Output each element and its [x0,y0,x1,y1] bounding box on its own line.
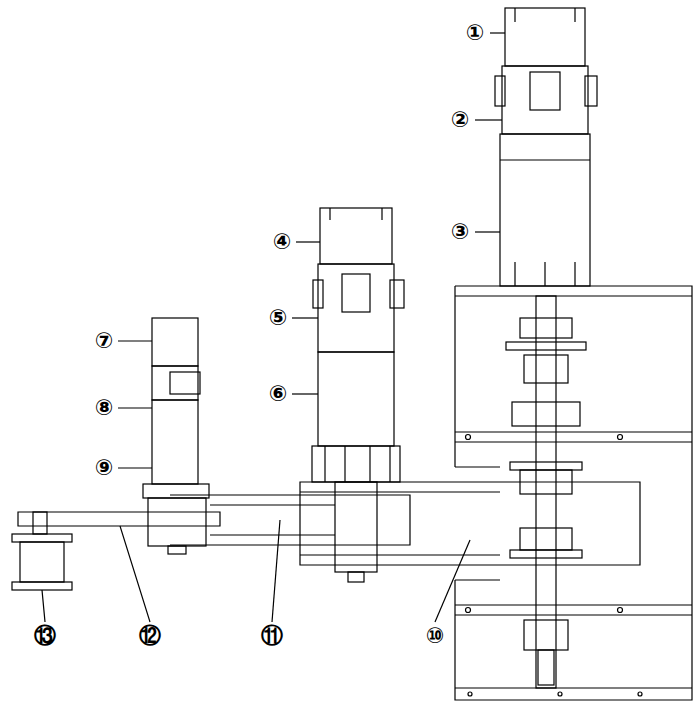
callout-number: ⑤ [268,307,289,329]
callout-number: ⑫ [138,625,162,647]
callout-number: ③ [450,221,471,243]
callout-number: ⑬ [33,625,57,647]
callout-number: ⑨ [94,457,115,479]
callout-number: ⑦ [94,330,115,352]
callout-number: ② [450,109,471,131]
callout-number: ① [465,22,486,44]
callout-number: ⑩ [425,625,446,647]
callout-number: ⑥ [268,383,289,405]
callout-number: ⑧ [94,397,115,419]
callout-number: ⑪ [260,625,284,647]
callout-number: ④ [272,231,293,253]
